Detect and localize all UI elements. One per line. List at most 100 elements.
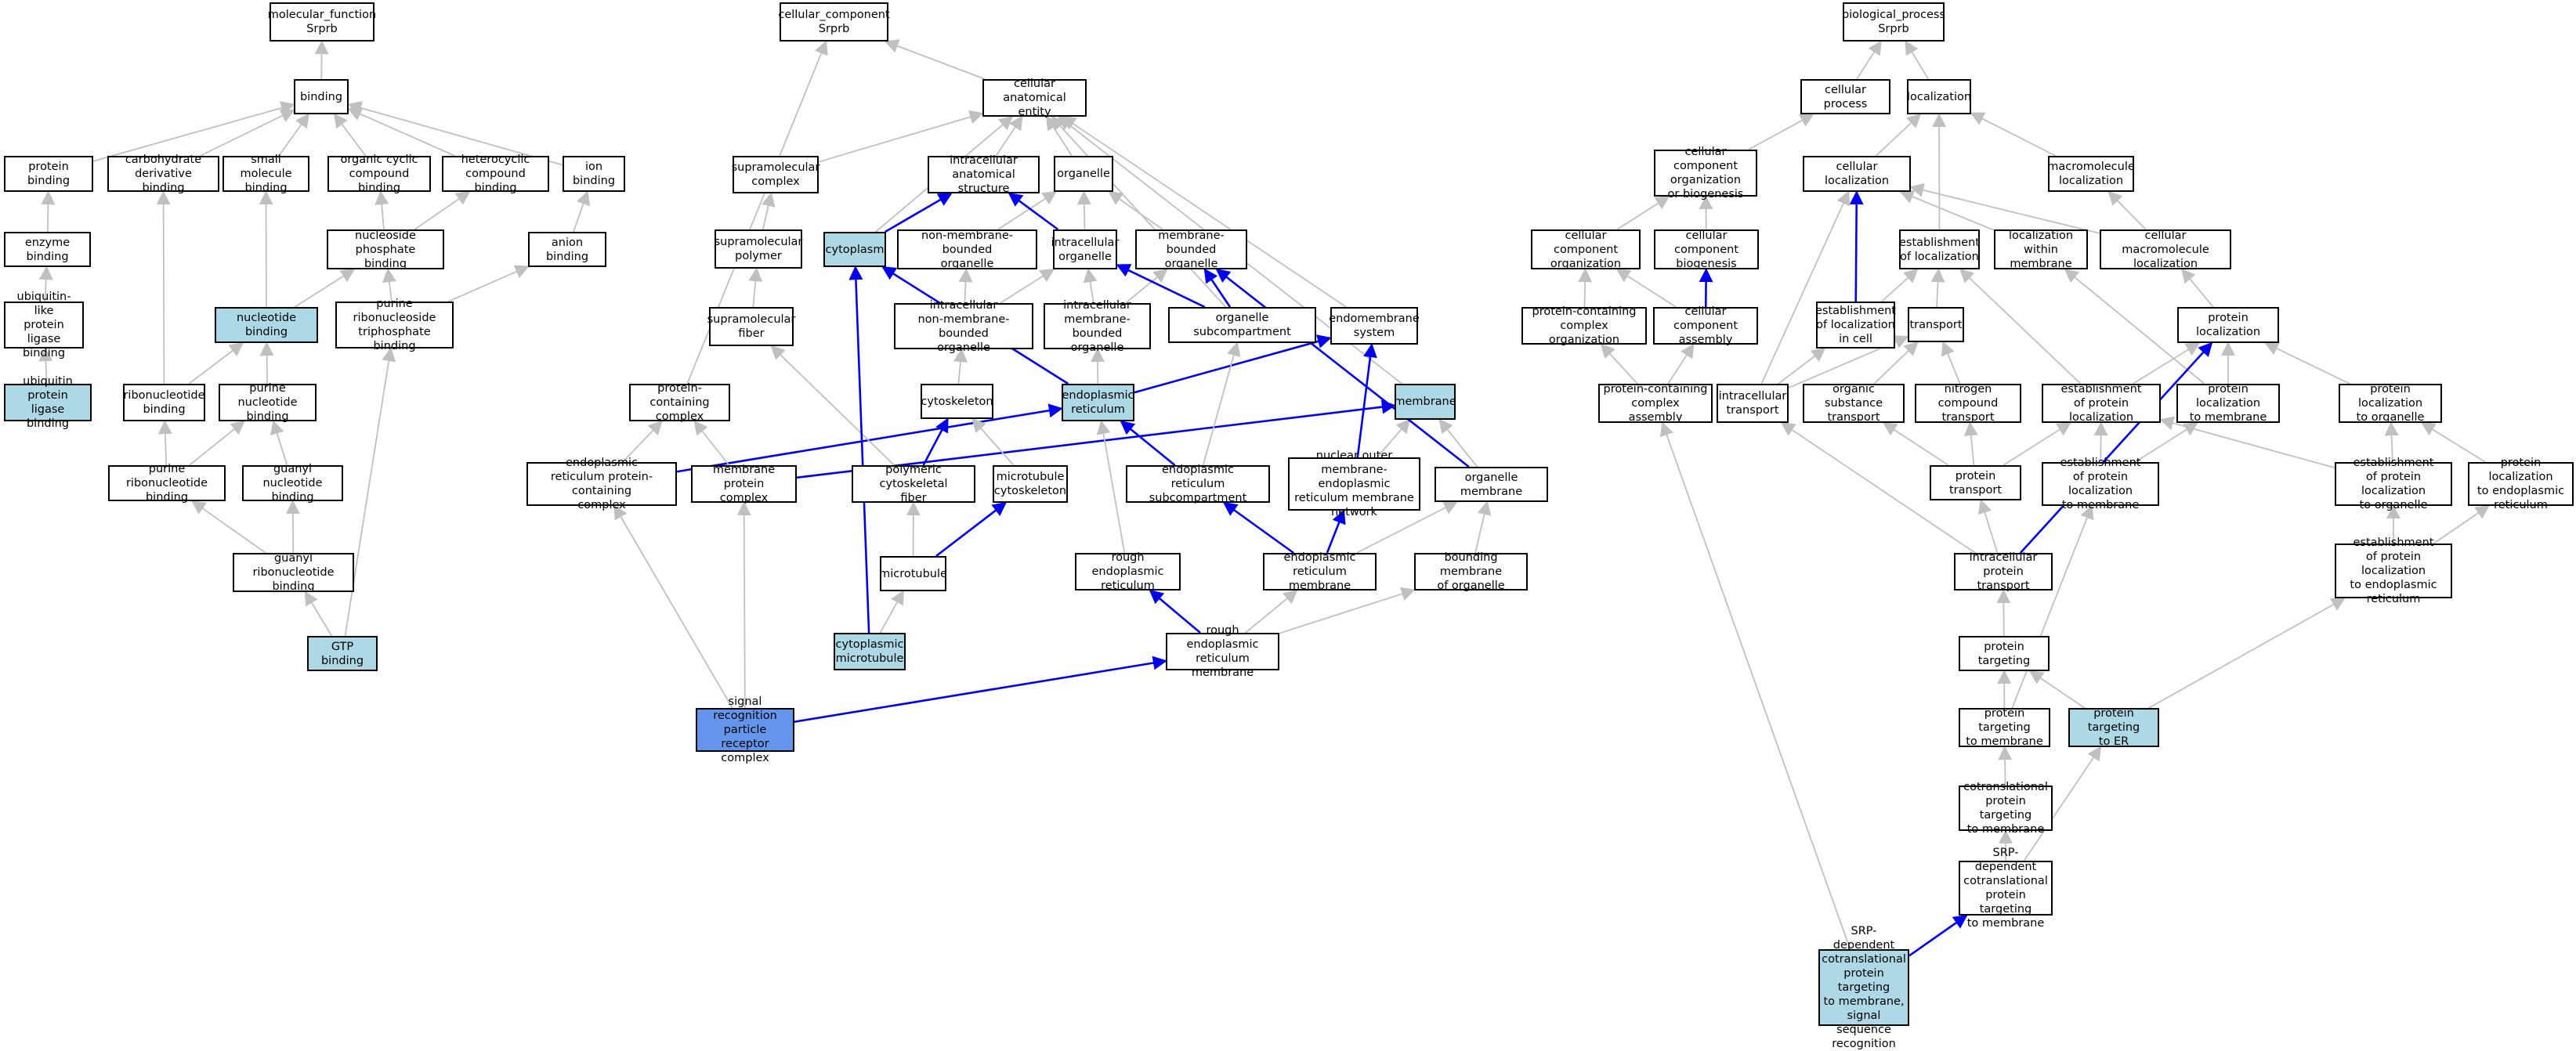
node-est-protein-localization-to-organelle[interactable]: establishment of protein localization to… <box>2335 462 2452 506</box>
node-protein-containing-complex[interactable]: protein-containing complex <box>629 384 730 421</box>
node-cotranslational-targeting[interactable]: cotranslational protein targeting to mem… <box>1959 786 2053 831</box>
node-pcc-assembly[interactable]: protein-containing complex assembly <box>1598 384 1713 423</box>
node-anion-binding[interactable]: anion binding <box>528 232 606 267</box>
edge-anion_binding-to-ion_binding <box>573 192 588 232</box>
node-protein-localization-to-er[interactable]: protein localization to endoplasmic reti… <box>2468 462 2574 506</box>
node-er-membrane[interactable]: endoplasmic reticulum membrane <box>1263 553 1377 591</box>
edge-rough_er_membrane-to-bounding_mem_organelle <box>1279 590 1414 633</box>
node-cytoskeleton[interactable]: cytoskeleton <box>921 384 993 419</box>
node-est-protein-localization-to-er[interactable]: establishment of protein localization to… <box>2335 544 2452 598</box>
edge-protein_localization-to-cellular_macromolecule_localization <box>2182 269 2213 307</box>
node-microtubule-cytoskeleton[interactable]: microtubule cytoskeleton <box>993 465 1068 503</box>
node-macromolecule-localization[interactable]: macromolecule localization <box>2048 156 2134 192</box>
node-heterocyclic-binding[interactable]: heterocyclic compound binding <box>442 156 549 192</box>
node-est-protein-localization[interactable]: establishment of protein localization <box>2042 384 2161 423</box>
node-protein-targeting-to-membrane[interactable]: protein targeting to membrane <box>1959 708 2050 747</box>
edge-carb_deriv_binding-to-binding <box>201 110 294 156</box>
node-protein-localization-to-membrane[interactable]: protein localization to membrane <box>2176 384 2280 423</box>
node-organelle[interactable]: organelle <box>1054 156 1113 192</box>
node-cell-anat-entity[interactable]: cellular anatomical entity <box>982 79 1087 117</box>
edge-est_protein_localization-to-protein_localization <box>2133 343 2199 384</box>
node-protein-transport[interactable]: protein transport <box>1930 465 2021 500</box>
edge-protein_targeting-to-intracellular_protein_transport <box>2003 591 2004 636</box>
node-org-cyclic-binding[interactable]: organic cyclic compound binding <box>327 156 431 192</box>
node-endomembrane-system[interactable]: endomembrane system <box>1330 307 1418 345</box>
node-enzyme-binding[interactable]: enzyme binding <box>4 232 91 267</box>
node-intracellular-protein-transport[interactable]: intracellular protein transport <box>1954 553 2053 591</box>
node-srp-dependent-targeting[interactable]: SRP-dependent cotranslational protein ta… <box>1959 861 2053 916</box>
node-rough-er-membrane[interactable]: rough endoplasmic reticulum membrane <box>1166 633 1279 670</box>
node-er-protein-complex[interactable]: endoplasmic reticulum protein-containing… <box>526 462 677 506</box>
node-protein-targeting[interactable]: protein targeting <box>1959 636 2050 671</box>
edge-protein_targeting_to_er-to-est_protein_localization_to_er <box>2149 598 2345 708</box>
node-cellular-macromolecule-localization[interactable]: cellular macromolecule localization <box>2100 229 2231 269</box>
node-nucleoside-phos-binding[interactable]: nucleoside phosphate binding <box>327 229 444 269</box>
node-purine-ribonucleoside-tp-binding[interactable]: purine ribonucleoside triphosphate bindi… <box>335 302 454 349</box>
node-cc-organization[interactable]: cellular component organization <box>1531 229 1641 269</box>
node-ubl-ligase-binding[interactable]: ubiquitin-like protein ligase binding <box>4 302 84 349</box>
node-est-protein-localization-to-membrane[interactable]: establishment of protein localization to… <box>2042 462 2159 506</box>
node-membrane[interactable]: membrane <box>1395 384 1456 420</box>
node-protein-localization-to-organelle[interactable]: protein localization to organelle <box>2339 384 2442 423</box>
node-intracell-mem-organelle[interactable]: intracellular membrane-bounded organelle <box>1044 303 1151 349</box>
node-organelle-membrane[interactable]: organelle membrane <box>1435 467 1548 502</box>
node-guanyl-nucleotide-binding[interactable]: guanyl nucleotide binding <box>242 465 343 501</box>
node-bp-root[interactable]: biological_process Srprb <box>1843 2 1945 42</box>
node-nitrogen-compound-transport[interactable]: nitrogen compound transport <box>1915 384 2021 423</box>
node-nucleotide-binding[interactable]: nucleotide binding <box>215 307 318 343</box>
node-er[interactable]: endoplasmic reticulum <box>1062 384 1134 421</box>
node-cytoplasm[interactable]: cytoplasm <box>823 232 886 267</box>
node-rough-er[interactable]: rough endoplasmic reticulum <box>1075 553 1181 591</box>
node-localization-within-membrane[interactable]: localization within membrane <box>1994 229 2088 269</box>
node-localization[interactable]: localization <box>1907 79 1971 114</box>
node-protein-localization[interactable]: protein localization <box>2177 307 2279 343</box>
node-bounding-mem-organelle[interactable]: bounding membrane of organelle <box>1414 553 1528 591</box>
node-polymeric-cytoskeletal-fiber[interactable]: polymeric cytoskeletal fiber <box>852 465 975 503</box>
node-ribonucleotide-binding[interactable]: ribonucleotide binding <box>123 384 205 421</box>
node-intracell-nonmem-organelle[interactable]: intracellular non-membrane-bounded organ… <box>894 303 1033 349</box>
node-ion-binding[interactable]: ion binding <box>563 156 625 192</box>
edge-nitrogen_compound_transport-to-transport <box>1943 342 1960 384</box>
edge-nucleoside_phos_binding-to-org_cyclic_binding <box>381 192 384 229</box>
node-intracell-organelle[interactable]: intracellular organelle <box>1053 229 1117 269</box>
node-cellular-localization[interactable]: cellular localization <box>1803 156 1911 192</box>
node-cc-biogenesis[interactable]: cellular component biogenesis <box>1654 229 1759 269</box>
edge-guanyl_ribonucleotide_binding-to-guanyl_nucleotide_binding <box>293 501 294 553</box>
node-mf-root[interactable]: molecular_function Srprb <box>270 2 374 42</box>
node-cc-root[interactable]: cellular_component Srprb <box>780 2 888 42</box>
node-purine-nucleotide-binding[interactable]: purine nucleotide binding <box>219 384 317 421</box>
node-organelle-subcompartment[interactable]: organelle subcompartment <box>1168 307 1316 343</box>
node-supramol-polymer[interactable]: supramolecular polymer <box>715 229 802 269</box>
node-nuclear-outer-mem-er-network[interactable]: nuclear outer membrane-endoplasmic retic… <box>1288 457 1420 511</box>
node-protein-targeting-to-er[interactable]: protein targeting to ER <box>2068 708 2159 747</box>
node-guanyl-ribonucleotide-binding[interactable]: guanyl ribonucleotide binding <box>233 553 354 592</box>
node-binding[interactable]: binding <box>294 79 349 114</box>
node-er-subcompartment[interactable]: endoplasmic reticulum subcompartment <box>1126 465 1270 503</box>
node-srp-receptor-complex[interactable]: signal recognition particle receptor com… <box>696 708 794 752</box>
node-transport[interactable]: transport <box>1908 307 1964 342</box>
node-cytoplasmic-microtubule[interactable]: cytoplasmic microtubule <box>834 633 906 670</box>
node-membrane-protein-complex[interactable]: membrane protein complex <box>691 465 797 503</box>
node-pcc-organization[interactable]: protein-containing complex organization <box>1521 307 1647 345</box>
node-protein-binding[interactable]: protein binding <box>4 156 93 192</box>
node-small-mol-binding[interactable]: small molecule binding <box>223 156 309 192</box>
node-gtp-binding[interactable]: GTP binding <box>307 636 378 671</box>
node-mem-organelle[interactable]: membrane-bounded organelle <box>1135 229 1247 269</box>
node-purine-ribonucleotide-binding[interactable]: purine ribonucleotide binding <box>108 465 226 501</box>
node-organic-substance-transport[interactable]: organic substance transport <box>1803 384 1905 423</box>
node-carb-deriv-binding[interactable]: carbohydrate derivative binding <box>107 156 219 192</box>
node-est-localization-in-cell[interactable]: establishment of localization in cell <box>1816 302 1895 349</box>
node-microtubule[interactable]: microtubule <box>880 556 946 591</box>
node-srp-dependent-signal-seq[interactable]: SRP-dependent cotranslational protein ta… <box>1818 949 1909 1026</box>
node-ub-ligase-binding[interactable]: ubiquitin protein ligase binding <box>4 384 92 421</box>
node-supramol-complex[interactable]: supramolecular complex <box>733 156 819 193</box>
node-intracellular-transport[interactable]: intracellular transport <box>1717 384 1789 423</box>
edge-macromolecule_localization-to-localization <box>1971 113 2056 156</box>
node-intracell-anat-struct[interactable]: intracellular anatomical structure <box>928 156 1040 193</box>
node-cellular-process[interactable]: cellular process <box>1800 79 1890 114</box>
node-establishment-of-localization[interactable]: establishment of localization <box>1899 229 1980 269</box>
node-nonmem-organelle[interactable]: non-membrane-bounded organelle <box>897 229 1037 269</box>
node-cc-org-or-biogenesis[interactable]: cellular component organization or bioge… <box>1654 150 1757 197</box>
node-supramol-fiber[interactable]: supramolecular fiber <box>709 307 794 346</box>
node-cc-assembly[interactable]: cellular component assembly <box>1653 307 1758 345</box>
